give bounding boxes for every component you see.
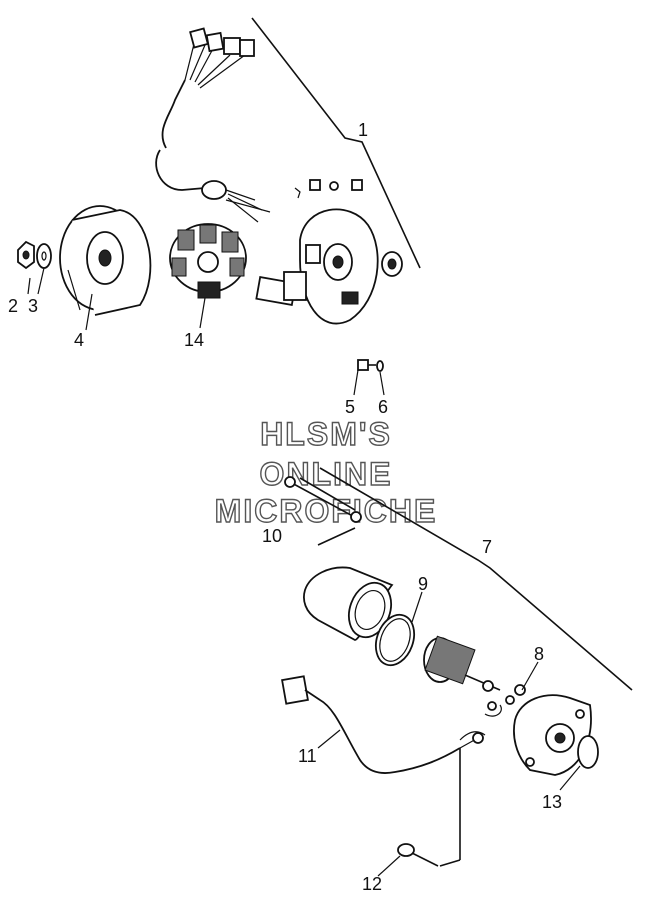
callout-12: 12: [362, 874, 382, 894]
callout-11: 11: [298, 746, 317, 766]
watermark-line-2: ONLINE: [260, 456, 393, 492]
callout-13: 13: [542, 792, 562, 812]
pickup-coil: [255, 271, 307, 307]
flywheel-rotor: [59, 205, 152, 316]
stator-wire-harness: [155, 27, 271, 223]
callout-9: 9: [418, 574, 428, 594]
oil-seal: [381, 251, 403, 277]
callout-14: 14: [184, 330, 204, 350]
callout-2: 2: [8, 296, 18, 316]
callout-10: 10: [262, 526, 282, 546]
callout-4: 4: [74, 330, 84, 350]
group-7-bracket: [319, 467, 633, 691]
callout-3: 3: [28, 296, 38, 316]
starter-motor-housing: [303, 566, 394, 641]
callout-1: 1: [358, 120, 368, 140]
plate-screw: [357, 359, 376, 371]
flywheel-nut: [17, 240, 35, 270]
starter-mount-bolt: [397, 843, 439, 867]
watermark: HLSM'S ONLINE MICROFICHE: [214, 415, 438, 529]
brush-holder: [484, 684, 526, 717]
end-cover-o-ring: [577, 735, 599, 769]
starter-o-ring: [374, 613, 416, 667]
callout-6: 6: [378, 397, 388, 417]
leader-lines: [27, 267, 581, 877]
starter-through-bolts: [284, 476, 362, 546]
flywheel-washer: [36, 243, 52, 269]
starter-lead-wire: [281, 675, 486, 774]
starter-end-cover: [513, 694, 592, 776]
small-screws-set: [294, 179, 363, 199]
group-1-bracket: [251, 17, 421, 269]
watermark-line-3: MICROFICHE: [215, 493, 438, 529]
stator-base-plate: [299, 208, 379, 325]
plate-lock-washer: [376, 360, 384, 372]
stator-coil: [169, 223, 247, 299]
bolt-guide-line: [439, 748, 461, 867]
starter-armature: [423, 635, 501, 692]
watermark-line-1: HLSM'S: [260, 416, 392, 452]
callout-8: 8: [534, 644, 544, 664]
callout-7: 7: [482, 537, 492, 557]
callout-5: 5: [345, 397, 355, 417]
